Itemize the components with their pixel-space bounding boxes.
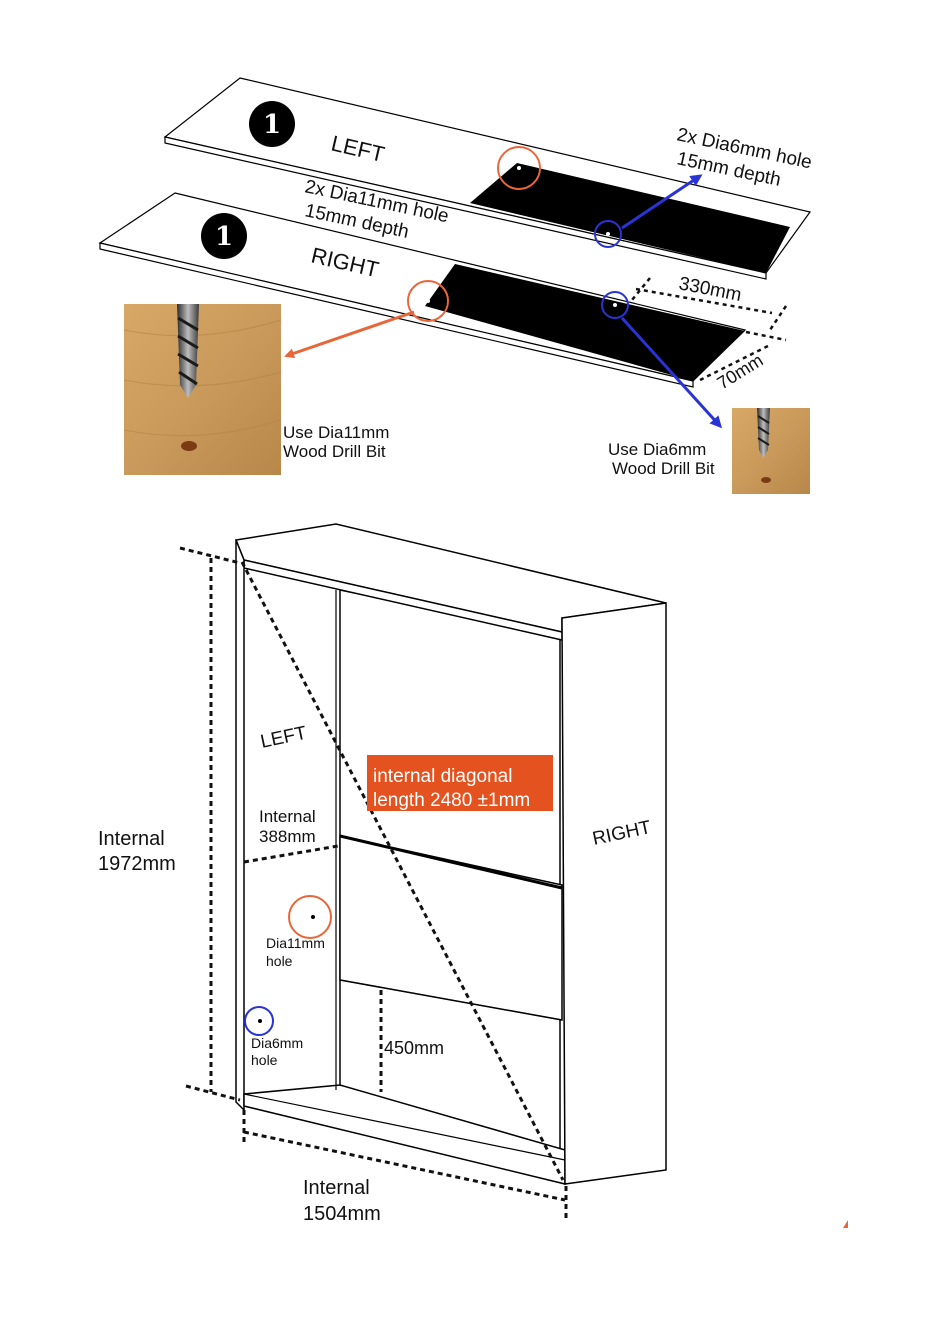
internal-diagonal-line1: internal diagonal [373,766,512,787]
use-dia6-caption-line2: Wood Drill Bit [612,459,715,478]
internal-height-line1: Internal [98,828,165,850]
step-badge: 1 [201,213,247,259]
bed-frame [236,524,666,1184]
internal-width-line1: Internal [303,1177,370,1199]
frame-dia11-hole-marker [289,896,331,938]
use-dia11-caption-line1: Use Dia11mm [283,423,389,442]
internal-width-line2: 1504mm [303,1203,381,1225]
internal-388-line1: Internal [259,807,316,826]
use-dia6-caption-line1: Use Dia6mm [608,440,706,459]
drill-bit-photo-large [124,304,281,475]
step-badge: 1 [249,101,295,147]
svg-text:1: 1 [263,110,281,140]
corner-mark [843,1220,848,1228]
dim-450-label: 450mm [384,1038,444,1058]
frame-dia11-hole-line2: hole [266,953,293,969]
height-dimension [180,548,240,1100]
internal-388-line2: 388mm [259,827,316,846]
internal-388-line [244,846,338,862]
frame-dia6-hole-line2: hole [251,1052,278,1068]
dim-70-label: 70mm [714,350,767,393]
frame-left-label: LEFT [259,723,309,753]
orange-arrow-icon [286,312,414,356]
use-dia11-caption-line2: Wood Drill Bit [283,442,386,461]
internal-diagonal-line2: length 2480 ±1mm [373,790,530,811]
svg-text:1: 1 [215,222,233,252]
frame-dia6-hole-line1: Dia6mm [251,1035,303,1051]
drill-bit-photo-small [732,408,810,494]
frame-dia11-hole-line1: Dia11mm [266,935,325,951]
internal-height-line2: 1972mm [98,853,176,875]
